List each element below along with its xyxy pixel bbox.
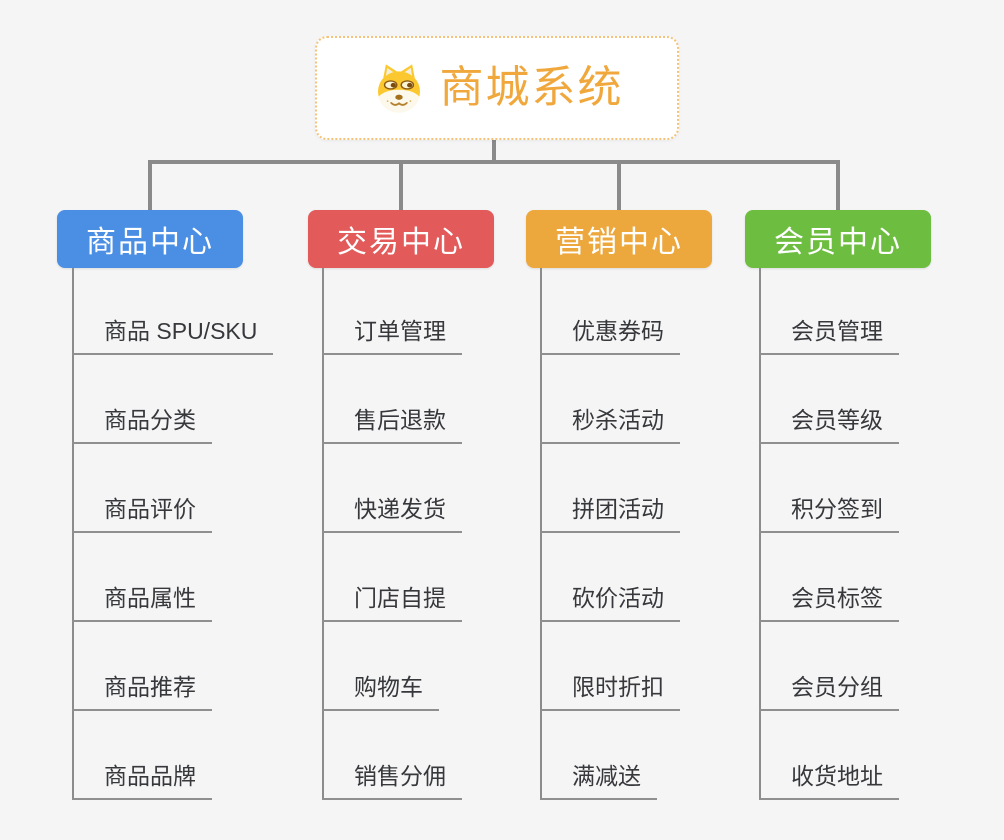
connector-column-member: [759, 268, 761, 800]
root-title: 商城系统: [439, 63, 624, 112]
leaf-node-express-delivery[interactable]: 快递发货: [322, 493, 462, 533]
leaf-node-product-spu-sku[interactable]: 商品 SPU/SKU: [72, 315, 274, 355]
leaf-node-flash-sale[interactable]: 秒杀活动: [540, 404, 680, 444]
leaf-node-shopping-cart[interactable]: 购物车: [322, 671, 439, 711]
leaf-node-bargain-activity[interactable]: 砍价活动: [540, 582, 680, 622]
branch-label: 商品中心: [86, 226, 214, 259]
leaf-node-member-tags[interactable]: 会员标签: [759, 582, 899, 622]
branch-node-marketing-center[interactable]: 营销中心: [526, 210, 712, 268]
doge-icon: [371, 60, 427, 116]
leaf-node-spend-and-save[interactable]: 满减送: [540, 760, 657, 800]
connector-drop-marketing: [617, 160, 621, 210]
leaf-node-member-groups[interactable]: 会员分组: [759, 671, 899, 711]
leaf-node-member-management[interactable]: 会员管理: [759, 315, 899, 355]
leaf-node-product-recommend[interactable]: 商品推荐: [72, 671, 212, 711]
branch-label: 交易中心: [337, 226, 465, 259]
branch-node-member-center[interactable]: 会员中心: [745, 210, 931, 268]
leaf-node-product-brand[interactable]: 商品品牌: [72, 760, 212, 800]
leaf-node-product-review[interactable]: 商品评价: [72, 493, 212, 533]
leaf-node-order-management[interactable]: 订单管理: [322, 315, 462, 355]
leaf-node-limited-time-discount[interactable]: 限时折扣: [540, 671, 680, 711]
branch-node-trade-center[interactable]: 交易中心: [308, 210, 494, 268]
leaf-node-aftersale-refund[interactable]: 售后退款: [322, 404, 462, 444]
branch-node-product-center[interactable]: 商品中心: [57, 210, 243, 268]
leaf-node-product-attribute[interactable]: 商品属性: [72, 582, 212, 622]
root-node[interactable]: 商城系统: [315, 36, 679, 140]
connector-drop-product: [148, 160, 152, 210]
connector-trunk: [148, 160, 840, 164]
leaf-node-coupon-code[interactable]: 优惠券码: [540, 315, 680, 355]
connector-column-trade: [322, 268, 324, 800]
leaf-node-group-buy[interactable]: 拼团活动: [540, 493, 680, 533]
leaf-node-product-category[interactable]: 商品分类: [72, 404, 212, 444]
connector-drop-trade: [399, 160, 403, 210]
leaf-node-store-pickup[interactable]: 门店自提: [322, 582, 462, 622]
leaf-node-points-checkin[interactable]: 积分签到: [759, 493, 899, 533]
connector-drop-member: [836, 160, 840, 210]
connector-root-drop: [492, 140, 496, 162]
branch-label: 会员中心: [774, 226, 902, 259]
connector-column-product: [72, 268, 74, 800]
leaf-node-member-level[interactable]: 会员等级: [759, 404, 899, 444]
leaf-node-sales-commission[interactable]: 销售分佣: [322, 760, 462, 800]
connector-column-marketing: [540, 268, 542, 800]
branch-label: 营销中心: [555, 226, 683, 259]
leaf-node-shipping-address[interactable]: 收货地址: [759, 760, 899, 800]
